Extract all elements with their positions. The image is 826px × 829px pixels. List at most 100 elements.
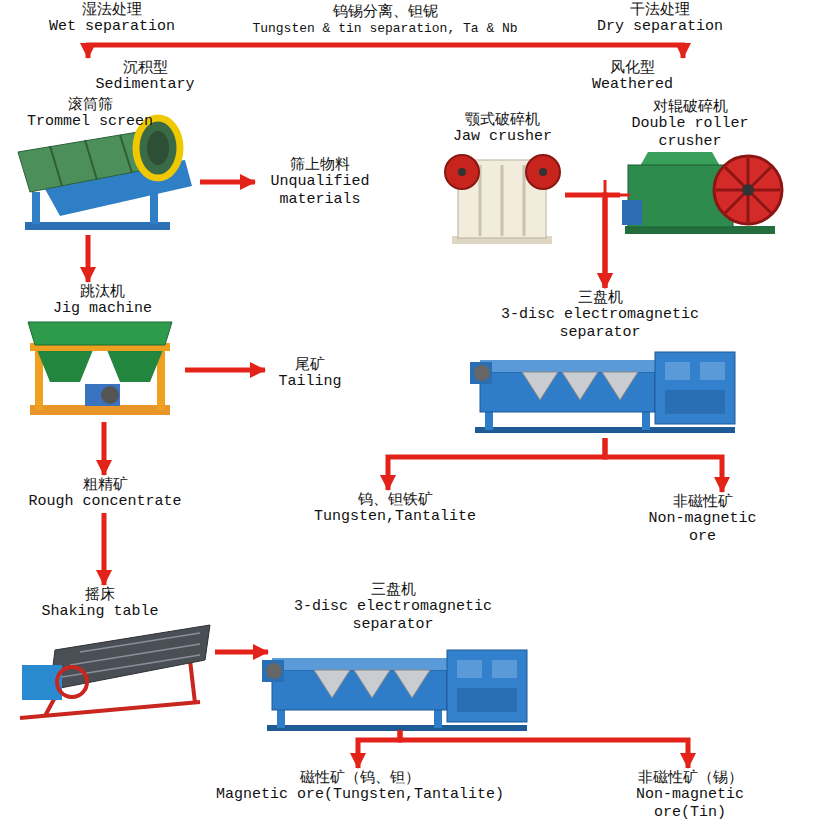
plus-sign bbox=[580, 194, 630, 197]
product-label: 非磁性矿Non-magnetic ore bbox=[640, 492, 765, 550]
english-label: Rough concentrate bbox=[20, 493, 190, 511]
trommel-mesh bbox=[50, 146, 62, 186]
chinese-label: 颚式破碎机 bbox=[440, 110, 565, 128]
trommel-mesh bbox=[85, 140, 97, 180]
flow-arrow bbox=[102, 422, 107, 475]
product-label: 尾矿Tailing bbox=[265, 355, 355, 391]
chinese-label: 钨、钽铁矿 bbox=[305, 490, 485, 508]
machine-node: 滚筒筛Trommel screen bbox=[10, 95, 200, 235]
jaw-hub bbox=[539, 168, 547, 176]
english-label: Weathered bbox=[575, 76, 690, 94]
machine-node: 三盘机3-disc electromagnetic separator bbox=[268, 580, 523, 730]
english-label: Double roller crusher bbox=[620, 115, 760, 151]
english-label: Jaw crusher bbox=[440, 128, 565, 146]
chinese-label: 干法处理 bbox=[590, 0, 730, 18]
english-label: Non-magnetic ore(Tin) bbox=[625, 786, 755, 822]
chinese-label: 三盘机 bbox=[495, 288, 705, 306]
jaw-rib bbox=[501, 165, 504, 236]
chinese-label: 筛上物料 bbox=[255, 155, 385, 173]
flow-arrow bbox=[102, 513, 107, 585]
english-label: 3-disc electromagnetic separator bbox=[495, 306, 705, 342]
method-heading: 干法处理Dry separation bbox=[590, 0, 730, 45]
trommel-opening bbox=[147, 131, 169, 165]
flow-arrow bbox=[681, 45, 686, 58]
ore-type: 沉积型Sedimentary bbox=[80, 58, 210, 94]
table-wheel bbox=[57, 667, 87, 697]
jaw-flywheel bbox=[445, 155, 479, 189]
roller-motor bbox=[622, 200, 642, 225]
chinese-label: 湿法处理 bbox=[42, 0, 182, 18]
electromagnetic-separator bbox=[262, 650, 527, 731]
product-label: 筛上物料Unqualified materials bbox=[255, 155, 385, 213]
table-frame bbox=[190, 660, 195, 703]
flow-arrow bbox=[185, 368, 265, 373]
machine-node: 三盘机3-disc electromagnetic separator bbox=[465, 288, 740, 438]
header-label: 钨锡分离、钽铌 bbox=[245, 3, 525, 20]
roller-wheel bbox=[714, 156, 782, 224]
chinese-label: 滚筒筛 bbox=[10, 95, 170, 113]
chinese-label: 粗精矿 bbox=[20, 475, 190, 493]
jig-tank bbox=[28, 322, 172, 345]
english-label: Tungsten,Tantalite bbox=[305, 508, 485, 526]
machine-node: 对辊破碎机Double roller crusher bbox=[620, 97, 785, 242]
jaw-hub bbox=[458, 168, 466, 176]
flow-arrow bbox=[605, 438, 722, 492]
product-label: 磁性矿（钨、钽）Magnetic ore(Tungsten,Tantalite) bbox=[205, 768, 515, 810]
flow-arrow bbox=[388, 438, 605, 490]
table-deck bbox=[50, 625, 210, 690]
english-label: Shaking table bbox=[10, 603, 190, 621]
chinese-label: 非磁性矿 bbox=[640, 492, 765, 510]
roller-hub bbox=[742, 184, 754, 196]
english-label: Jig machine bbox=[20, 300, 185, 318]
roller-spoke bbox=[725, 167, 771, 213]
jig-base bbox=[30, 405, 170, 415]
header-label: Tungsten & tin separation, Ta & Nb bbox=[235, 20, 535, 37]
chinese-label: 沉积型 bbox=[80, 58, 210, 76]
trommel-mesh bbox=[120, 135, 132, 173]
flow-arrow bbox=[86, 45, 91, 58]
chinese-label: 对辊破碎机 bbox=[620, 97, 760, 115]
english-label: Unqualified materials bbox=[255, 173, 385, 209]
flow-arrow bbox=[86, 235, 91, 282]
english-label: Non-magnetic ore bbox=[640, 510, 765, 546]
ore-type: 风化型Weathered bbox=[575, 58, 690, 94]
jaw-rib bbox=[523, 165, 526, 236]
table-riffle bbox=[80, 633, 200, 652]
flow-arrow bbox=[565, 195, 605, 288]
jig-pulley bbox=[101, 386, 119, 404]
english-label: Trommel screen bbox=[10, 113, 170, 131]
flow-arrow bbox=[400, 730, 688, 768]
english-label: 3-disc electromagnetic separator bbox=[288, 598, 498, 634]
english-label: Sedimentary bbox=[80, 76, 210, 94]
jig-motor bbox=[85, 384, 120, 406]
flow-arrow bbox=[200, 180, 255, 185]
chinese-label: 风化型 bbox=[575, 58, 690, 76]
english-label: Wet separation bbox=[42, 18, 182, 36]
product-label: 粗精矿Rough concentrate bbox=[20, 475, 190, 513]
chinese-label: 磁性矿（钨、钽） bbox=[205, 768, 515, 786]
english-label: Dry separation bbox=[590, 18, 730, 36]
roller-hopper bbox=[640, 152, 720, 166]
trommel-leg bbox=[32, 192, 40, 224]
method-heading: 湿法处理Wet separation bbox=[40, 0, 185, 45]
chinese-label: 非磁性矿（锡） bbox=[625, 768, 755, 786]
flow-arrow bbox=[605, 195, 620, 288]
machine-node: 跳汰机Jig machine bbox=[20, 282, 185, 422]
trommel-base bbox=[25, 222, 170, 230]
machine-node: 颚式破碎机Jaw crusher bbox=[440, 110, 565, 250]
chinese-label: 三盘机 bbox=[288, 580, 498, 598]
flow-arrow bbox=[215, 650, 268, 655]
chinese-label: 尾矿 bbox=[265, 355, 355, 373]
product-label: 非磁性矿（锡）Non-magnetic ore(Tin) bbox=[625, 768, 755, 828]
jaw-flywheel bbox=[526, 155, 560, 189]
chinese-label: 摇床 bbox=[10, 585, 190, 603]
english-label: Tailing bbox=[265, 373, 355, 391]
table-riffle bbox=[70, 644, 200, 665]
chinese-label: 跳汰机 bbox=[20, 282, 185, 300]
branch-line bbox=[86, 43, 685, 48]
flow-arrow bbox=[358, 730, 400, 768]
roller-spoke bbox=[725, 167, 771, 213]
product-label: 钨、钽铁矿Tungsten,Tantalite bbox=[305, 490, 485, 530]
electromagnetic-separator bbox=[470, 352, 735, 433]
machine-node: 摇床Shaking table bbox=[10, 585, 215, 725]
